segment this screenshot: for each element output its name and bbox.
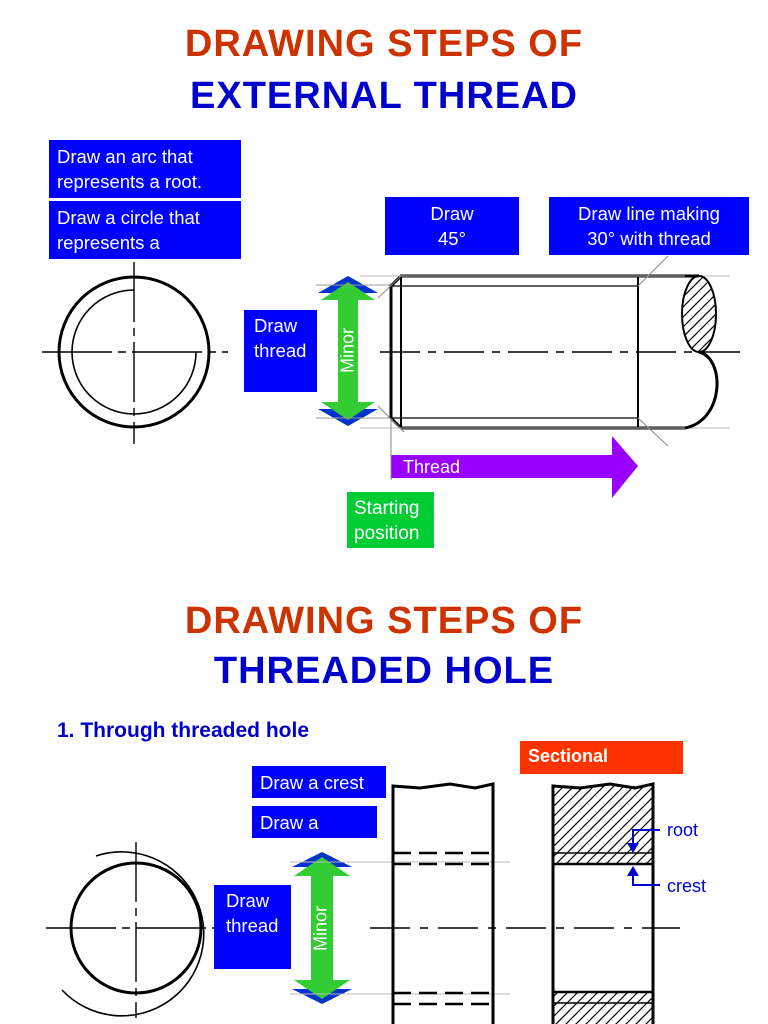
section2-title-line2: THREADED HOLE <box>213 650 555 692</box>
hole-hidden-view <box>370 782 680 1024</box>
threaded-shaft-side-view <box>360 255 745 447</box>
section1-title-line2: EXTERNAL THREAD <box>190 75 578 117</box>
box-line-30: Draw line making 30° with thread <box>549 197 749 255</box>
box-draw-45: Draw 45° <box>385 197 519 255</box>
box-draw-circle: Draw a circle that represents a <box>49 201 241 259</box>
box-arc-root: Draw an arc that represents a root. <box>49 140 241 198</box>
box-draw-45-line1: Draw <box>430 203 474 224</box>
box-draw-thread: Draw thread <box>244 310 317 392</box>
end-view-external <box>42 262 228 444</box>
box-line-30-line1: Draw line making <box>578 203 720 224</box>
sectional-label: Sectional <box>520 741 683 774</box>
thread-direction-arrow <box>391 436 638 498</box>
starting-position-box: Starting position <box>347 492 434 548</box>
end-view-threaded-hole <box>46 842 224 1018</box>
hole-sectional-view <box>551 782 660 1024</box>
crest-label: crest <box>667 876 707 896</box>
section1-title-line1: DRAWING STEPS OF <box>184 23 584 65</box>
minor-label: Minor <box>337 328 358 374</box>
thread-label: Thread <box>403 457 461 477</box>
section2-title-line1: DRAWING STEPS OF <box>184 600 584 642</box>
box-draw-a: Draw a <box>252 806 377 838</box>
root-label: root <box>667 820 699 840</box>
subtitle-through-threaded-hole: 1. Through threaded hole <box>56 719 309 742</box>
minor-label-2: Minor <box>310 906 331 952</box>
box-draw-crest: Draw a crest <box>252 766 386 798</box>
minor-diameter-arrow <box>316 276 390 426</box>
box-draw-45-line2: 45° <box>438 228 466 249</box>
box-line-30-line2: 30° with thread <box>587 228 711 249</box>
box-draw-thread-2: Draw thread <box>214 885 291 969</box>
